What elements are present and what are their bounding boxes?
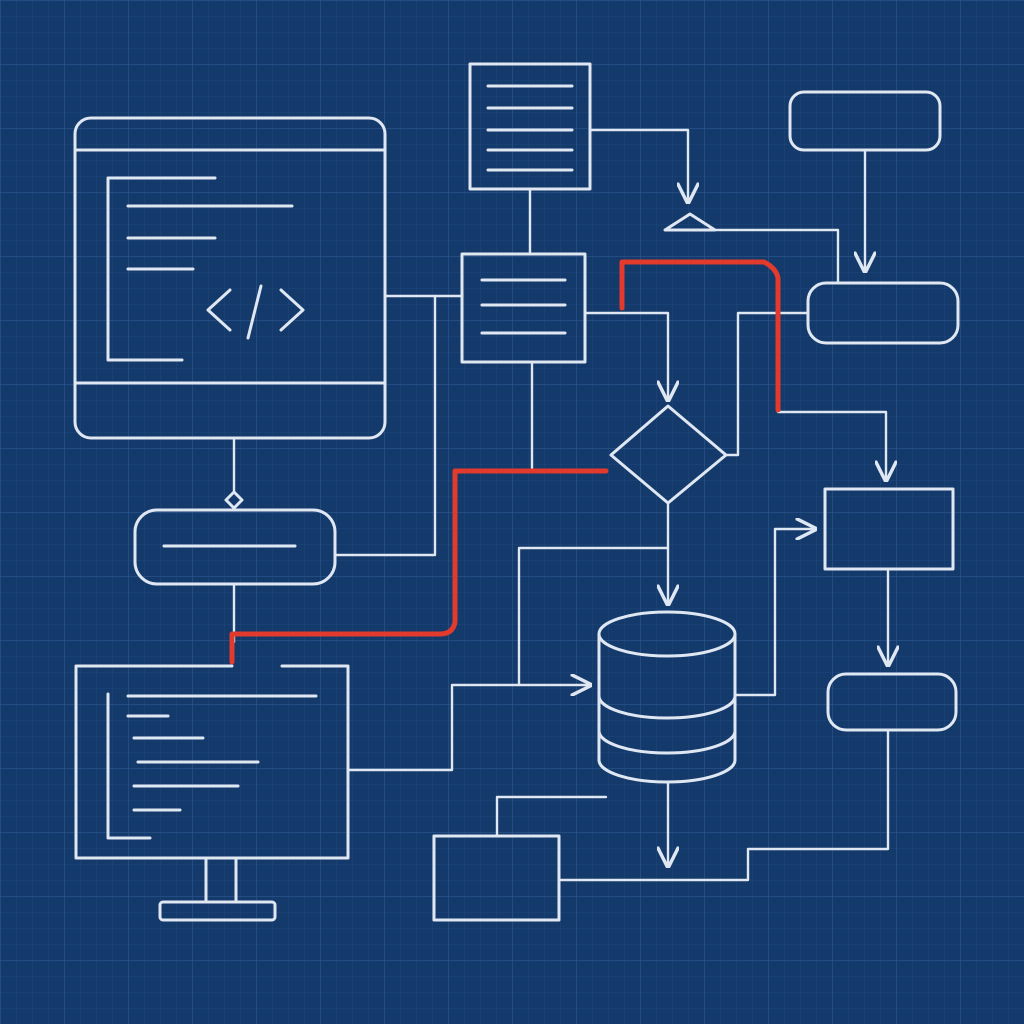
highlight-path-upper (619, 259, 781, 413)
connector-arrow (776, 410, 886, 480)
connectors (232, 128, 890, 882)
connector-arrow (346, 685, 590, 772)
connector-diamond (224, 490, 244, 510)
merge-triangle (663, 212, 717, 232)
connector-arrow (583, 311, 668, 400)
connector (724, 311, 810, 457)
code-brackets-icon (206, 284, 305, 340)
connector (495, 795, 608, 838)
connector (557, 728, 890, 882)
connector-arrow (588, 128, 688, 202)
connector (713, 228, 840, 285)
connector (333, 294, 437, 557)
monitor-screen (74, 664, 350, 922)
end-terminator (826, 672, 958, 732)
process-document-box (460, 252, 587, 364)
code-editor-window (73, 116, 387, 440)
connector (517, 546, 670, 687)
highlight-path-lower (229, 468, 609, 665)
connector-arrow (733, 529, 815, 697)
